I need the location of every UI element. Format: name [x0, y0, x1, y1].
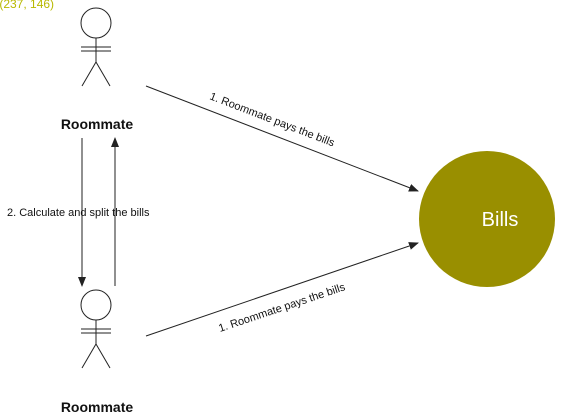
- edge-bottom-to-bills: [145, 242, 419, 337]
- top-caption: n: (237, 146): [0, 0, 54, 11]
- stick-figure-icon: [80, 289, 112, 369]
- bills-node-label: Bills: [482, 209, 519, 231]
- stick-figure-icon: [80, 7, 112, 87]
- top-roommate-label: Roommate: [61, 116, 134, 132]
- bottom-roommate-label: Roommate: [61, 399, 134, 414]
- edge-top-to-bills: [145, 85, 419, 192]
- bottom-roommate-actor: [80, 289, 112, 369]
- edge-top-to-bills-label: 1. Roommate pays the bills: [208, 91, 337, 150]
- top-roommate-actor: [80, 7, 112, 87]
- edge-between-roommates-label: 2. Calculate and split the bills: [7, 207, 150, 219]
- bills-node: [419, 151, 555, 287]
